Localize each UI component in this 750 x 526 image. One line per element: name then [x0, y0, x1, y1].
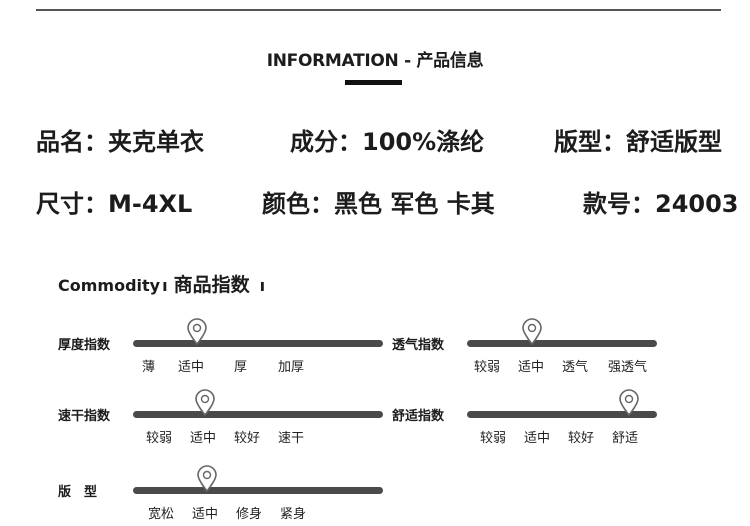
rating-label: 厚度指数 [58, 338, 111, 353]
top-divider [36, 9, 721, 11]
location-pin-icon[interactable] [618, 389, 640, 417]
location-pin-icon[interactable] [186, 318, 208, 346]
information-title: INFORMATION - 产品信息 [266, 51, 484, 71]
rating-track[interactable] [133, 411, 383, 418]
separator-bar: ı [162, 276, 168, 295]
spec-style-number: 款号：24003 [583, 190, 739, 218]
separator-bar: ı [259, 276, 266, 295]
rating-label: 透气指数 [392, 338, 445, 353]
spec-material: 成分：100%涤纶 [290, 128, 485, 156]
rating-option: 较好 [568, 431, 595, 446]
title-underline-bar [345, 80, 402, 85]
rating-option: 舒适 [612, 431, 639, 446]
rating-option: 适中 [518, 360, 545, 375]
location-pin-icon[interactable] [196, 465, 218, 493]
rating-option: 较弱 [474, 360, 501, 375]
rating-option: 强透气 [608, 360, 648, 375]
spec-color: 颜色：黑色 军色 卡其 [262, 190, 495, 218]
rating-option: 适中 [178, 360, 205, 375]
rating-track[interactable] [133, 487, 383, 494]
rating-option: 厚 [234, 360, 248, 375]
rating-option: 适中 [190, 431, 217, 446]
spec-product-name: 品名：夹克单衣 [36, 128, 204, 156]
rating-option: 薄 [142, 360, 156, 375]
location-pin-icon[interactable] [194, 389, 216, 417]
commodity-zh-label: 商品指数 [173, 274, 250, 296]
rating-option: 紧身 [280, 507, 307, 522]
rating-label: 版 型 [58, 485, 98, 500]
rating-option: 透气 [562, 360, 589, 375]
rating-option: 适中 [524, 431, 551, 446]
commodity-en-label: Commodity [58, 276, 161, 295]
location-pin-icon[interactable] [521, 318, 543, 346]
rating-track[interactable] [467, 411, 657, 418]
rating-option: 宽松 [148, 507, 175, 522]
rating-option: 修身 [236, 507, 263, 522]
rating-option: 加厚 [278, 360, 305, 375]
rating-option: 较好 [234, 431, 261, 446]
rating-option: 速干 [278, 431, 305, 446]
spec-fit: 版型：舒适版型 [554, 128, 722, 156]
rating-track[interactable] [467, 340, 657, 347]
rating-option: 较弱 [146, 431, 173, 446]
rating-option: 较弱 [480, 431, 507, 446]
spec-size: 尺寸：M-4XL [36, 190, 193, 218]
rating-track[interactable] [133, 340, 383, 347]
rating-label: 速干指数 [58, 409, 111, 424]
rating-label: 舒适指数 [392, 409, 445, 424]
rating-option: 适中 [192, 507, 219, 522]
